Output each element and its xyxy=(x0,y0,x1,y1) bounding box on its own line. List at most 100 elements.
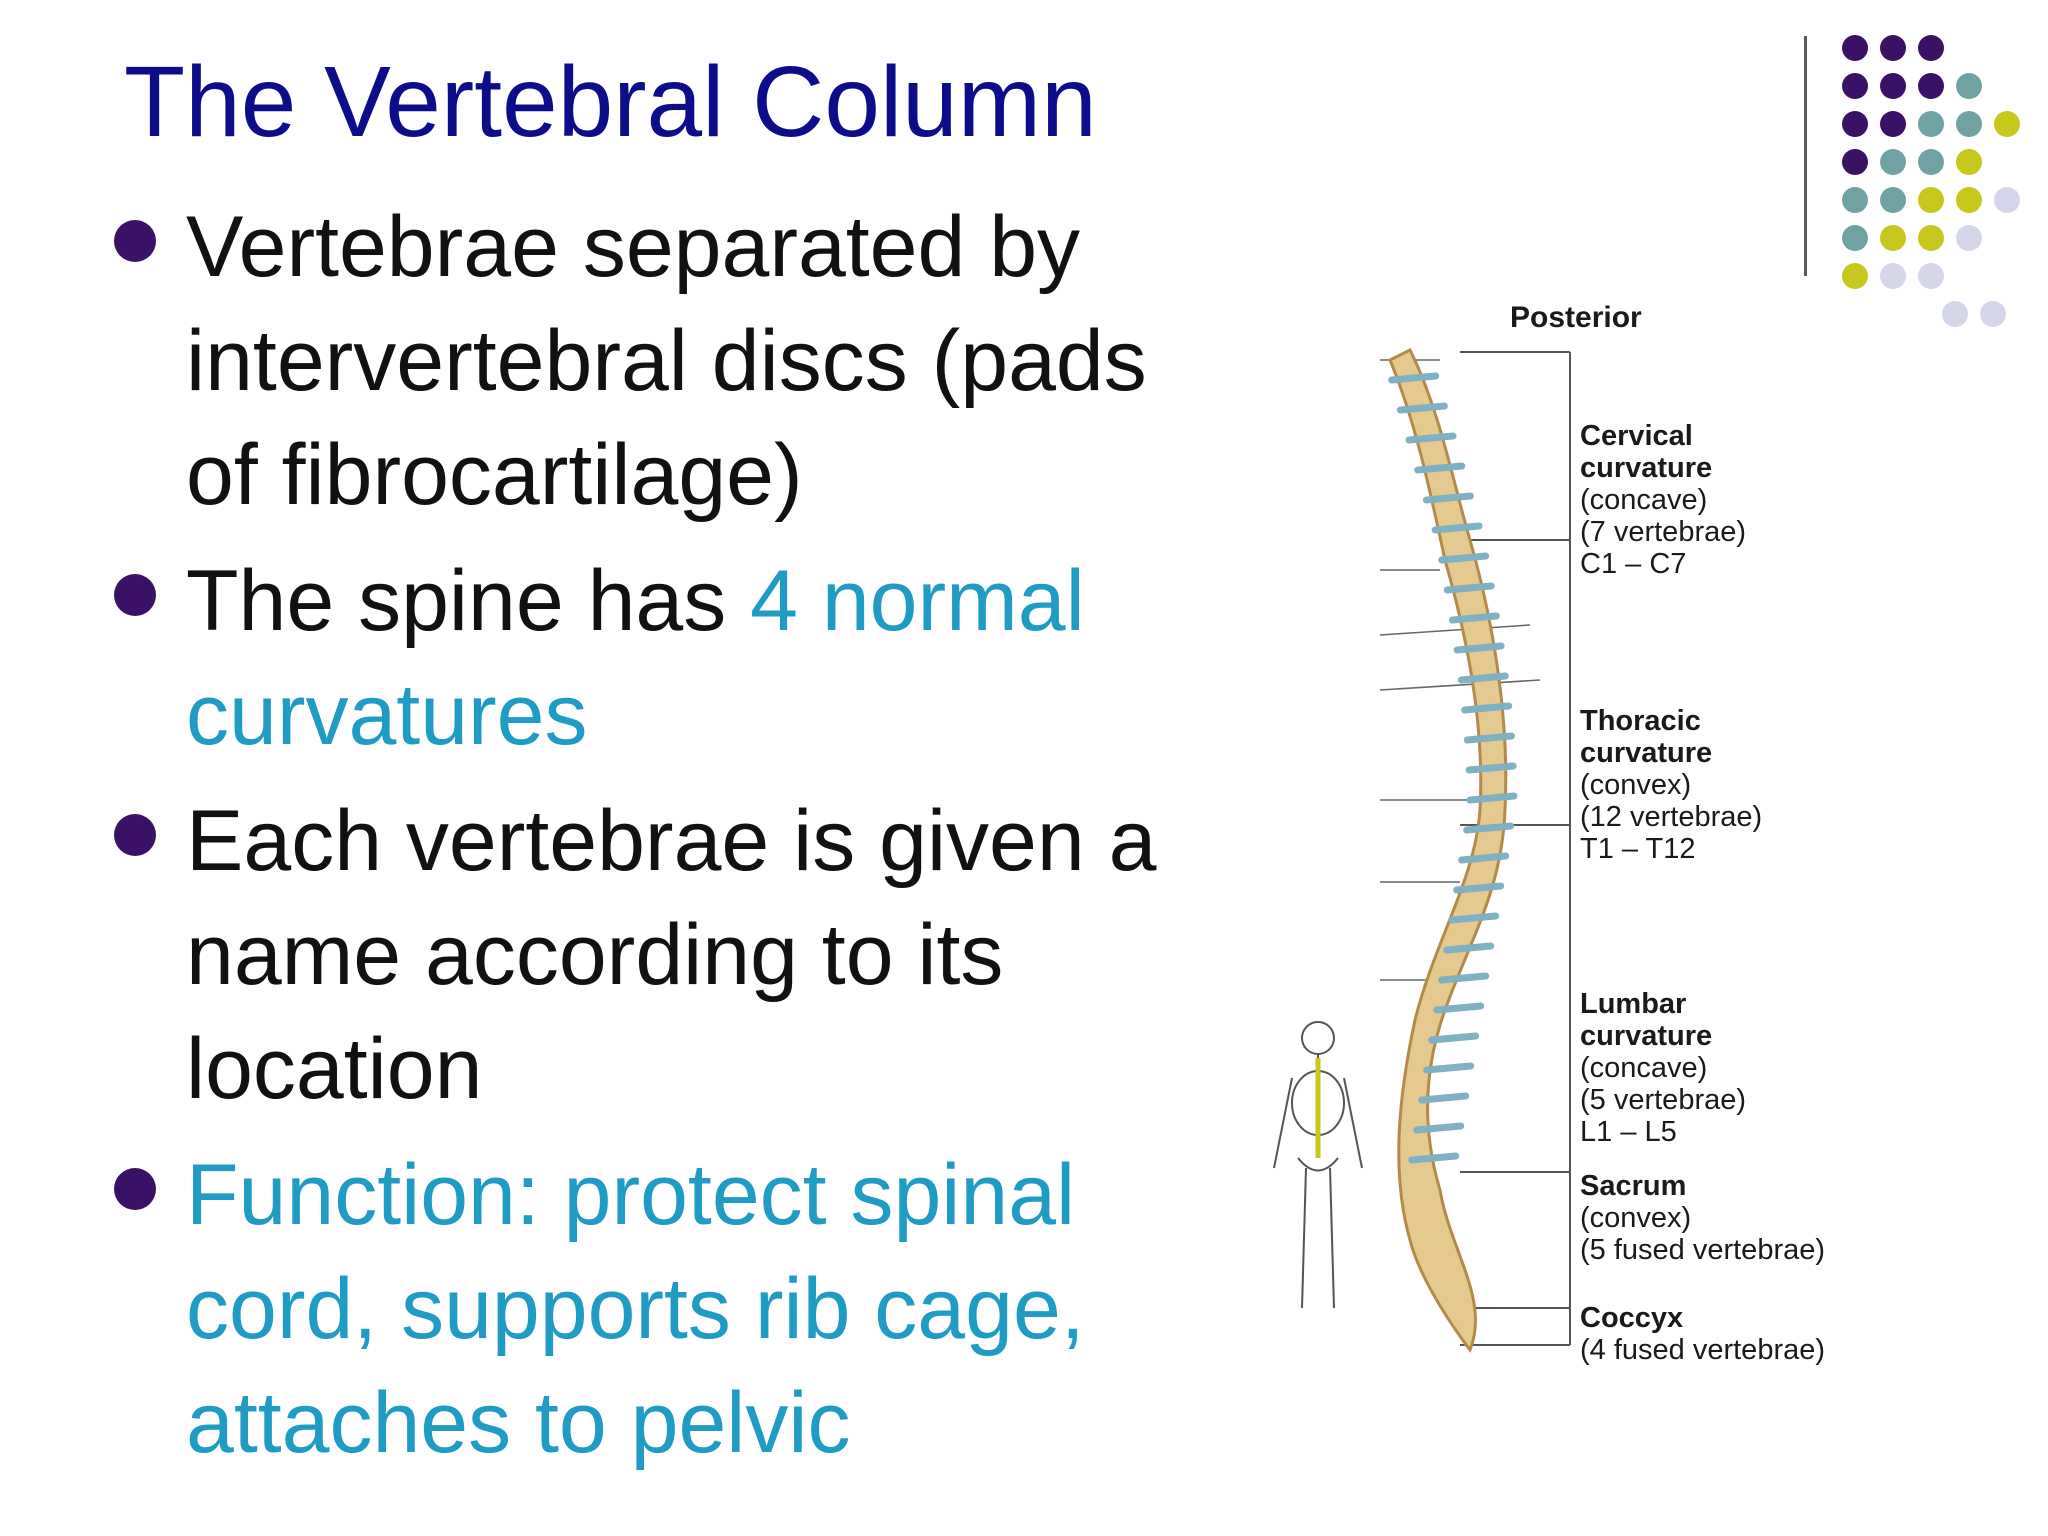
bullet-dot-icon xyxy=(114,574,156,616)
decorative-dot xyxy=(1956,73,1982,99)
region-count: (7 vertebrae) xyxy=(1580,516,1747,548)
region-label-sacrum: Sacrum (convex) (5 fused vertebrae) xyxy=(1580,1170,1825,1266)
bullet-list: Vertebrae separated by intervertebral di… xyxy=(110,190,1190,1492)
intervertebral-disc xyxy=(1414,462,1466,474)
decorative-dot xyxy=(1918,73,1944,99)
bullet-dot-icon xyxy=(114,814,156,856)
region-name-2: curvature xyxy=(1580,1020,1713,1052)
region-label-thoracic: Thoracic curvature (convex) (12 vertebra… xyxy=(1580,705,1762,865)
region-shape: (concave) xyxy=(1580,484,1708,516)
bullet-item: Each vertebrae is given a name according… xyxy=(110,784,1190,1126)
decorative-dot xyxy=(1880,187,1906,213)
decorative-dot xyxy=(1918,263,1944,289)
intervertebral-disc xyxy=(1433,1002,1485,1014)
intervertebral-disc xyxy=(1465,762,1517,774)
intervertebral-disc xyxy=(1438,972,1490,984)
region-label-lumbar: Lumbar curvature (concave) (5 vertebrae)… xyxy=(1580,988,1746,1148)
decorative-dot xyxy=(1880,35,1906,61)
intervertebral-disc xyxy=(1457,672,1509,684)
region-count: (5 vertebrae) xyxy=(1580,1084,1747,1116)
posterior-label: Posterior xyxy=(1510,301,1642,334)
region-range: T1 – T12 xyxy=(1580,833,1696,865)
decorative-dot xyxy=(1880,149,1906,175)
decorative-divider xyxy=(1804,36,1807,276)
decorative-dot xyxy=(1918,111,1944,137)
decorative-dot xyxy=(1842,225,1868,251)
bullet-text: Each vertebrae is given a name according… xyxy=(186,793,1157,1117)
region-name-2: curvature xyxy=(1580,452,1713,484)
region-name-2: curvature xyxy=(1580,737,1713,769)
region-name: Cervical xyxy=(1580,420,1693,452)
region-count: (5 fused vertebrae) xyxy=(1580,1234,1826,1266)
region-label-coccyx: Coccyx (4 fused vertebrae) xyxy=(1580,1302,1825,1366)
intervertebral-disc xyxy=(1428,1032,1480,1044)
decorative-dot xyxy=(1956,111,1982,137)
intervertebral-disc xyxy=(1463,822,1515,834)
decorative-dot xyxy=(1994,187,2020,213)
decorative-dot xyxy=(1842,111,1868,137)
decorative-dot xyxy=(1842,187,1868,213)
region-count: (12 vertebrae) xyxy=(1580,801,1763,833)
region-count: (4 fused vertebrae) xyxy=(1580,1334,1826,1366)
intervertebral-disc xyxy=(1418,1092,1470,1104)
decorative-dot xyxy=(1880,263,1906,289)
intervertebral-disc xyxy=(1423,1062,1475,1074)
decorative-dot xyxy=(1842,263,1868,289)
region-range: C1 – C7 xyxy=(1580,548,1687,580)
decorative-dot xyxy=(1880,73,1906,99)
bullet-item: The spine has 4 normal curvatures xyxy=(110,544,1190,772)
decorative-dot xyxy=(1842,149,1868,175)
bullet-text: The spine has xyxy=(186,553,751,649)
region-name: Coccyx xyxy=(1580,1302,1684,1334)
decorative-dot xyxy=(1994,111,2020,137)
intervertebral-disc xyxy=(1443,582,1495,594)
decorative-dot xyxy=(1880,111,1906,137)
decorative-dot xyxy=(1956,225,1982,251)
bullet-dot-icon xyxy=(114,1168,156,1210)
intervertebral-disc xyxy=(1413,1122,1465,1134)
decorative-dot xyxy=(1956,187,1982,213)
intervertebral-disc xyxy=(1431,522,1483,534)
slide-title: The Vertebral Column xyxy=(124,46,1097,158)
decorative-dot xyxy=(1918,35,1944,61)
decorative-dot xyxy=(1918,149,1944,175)
region-name: Thoracic xyxy=(1580,705,1701,737)
region-label-cervical: Cervical curvature (concave) (7 vertebra… xyxy=(1580,420,1746,580)
intervertebral-disc xyxy=(1453,882,1505,894)
decorative-dot xyxy=(1918,187,1944,213)
intervertebral-disc xyxy=(1448,912,1500,924)
decorative-dot xyxy=(1980,301,2006,327)
bullet-item: Vertebrae separated by intervertebral di… xyxy=(110,190,1190,532)
decorative-dot xyxy=(1942,301,1968,327)
region-name: Lumbar xyxy=(1580,988,1687,1020)
intervertebral-disc xyxy=(1396,402,1448,414)
region-name: Sacrum xyxy=(1580,1170,1687,1202)
region-range: L1 – L5 xyxy=(1580,1116,1677,1148)
bullet-item: Function: protect spinal cord, supports … xyxy=(110,1138,1190,1480)
intervertebral-disc xyxy=(1405,432,1457,444)
region-shape: (concave) xyxy=(1580,1052,1708,1084)
decorative-dot xyxy=(1956,149,1982,175)
spine-figure: Posterior Cervical curvature (concave) (… xyxy=(1240,290,1920,1410)
intervertebral-disc xyxy=(1422,492,1474,504)
intervertebral-disc xyxy=(1448,612,1500,624)
decorative-dot xyxy=(1842,35,1868,61)
region-shape: (convex) xyxy=(1580,1202,1692,1234)
decorative-dot xyxy=(1880,225,1906,251)
bullet-highlight: 4 normal curvatures xyxy=(186,553,1085,763)
intervertebral-disc xyxy=(1458,852,1510,864)
intervertebral-disc xyxy=(1466,792,1518,804)
region-shape: (convex) xyxy=(1580,769,1692,801)
intervertebral-disc xyxy=(1438,552,1490,564)
intervertebral-disc xyxy=(1388,372,1440,384)
decorative-dot xyxy=(1918,225,1944,251)
spine-illustration xyxy=(1273,347,1571,1354)
bullet-text: Function: protect spinal cord, supports … xyxy=(186,1147,1085,1471)
intervertebral-disc xyxy=(1408,1152,1460,1164)
intervertebral-disc xyxy=(1443,942,1495,954)
bullet-dot-icon xyxy=(114,220,156,262)
bullet-text: Vertebrae separated by intervertebral di… xyxy=(186,199,1147,523)
intervertebral-disc xyxy=(1453,642,1505,654)
decorative-dot xyxy=(1842,73,1868,99)
intervertebral-disc xyxy=(1461,702,1513,714)
